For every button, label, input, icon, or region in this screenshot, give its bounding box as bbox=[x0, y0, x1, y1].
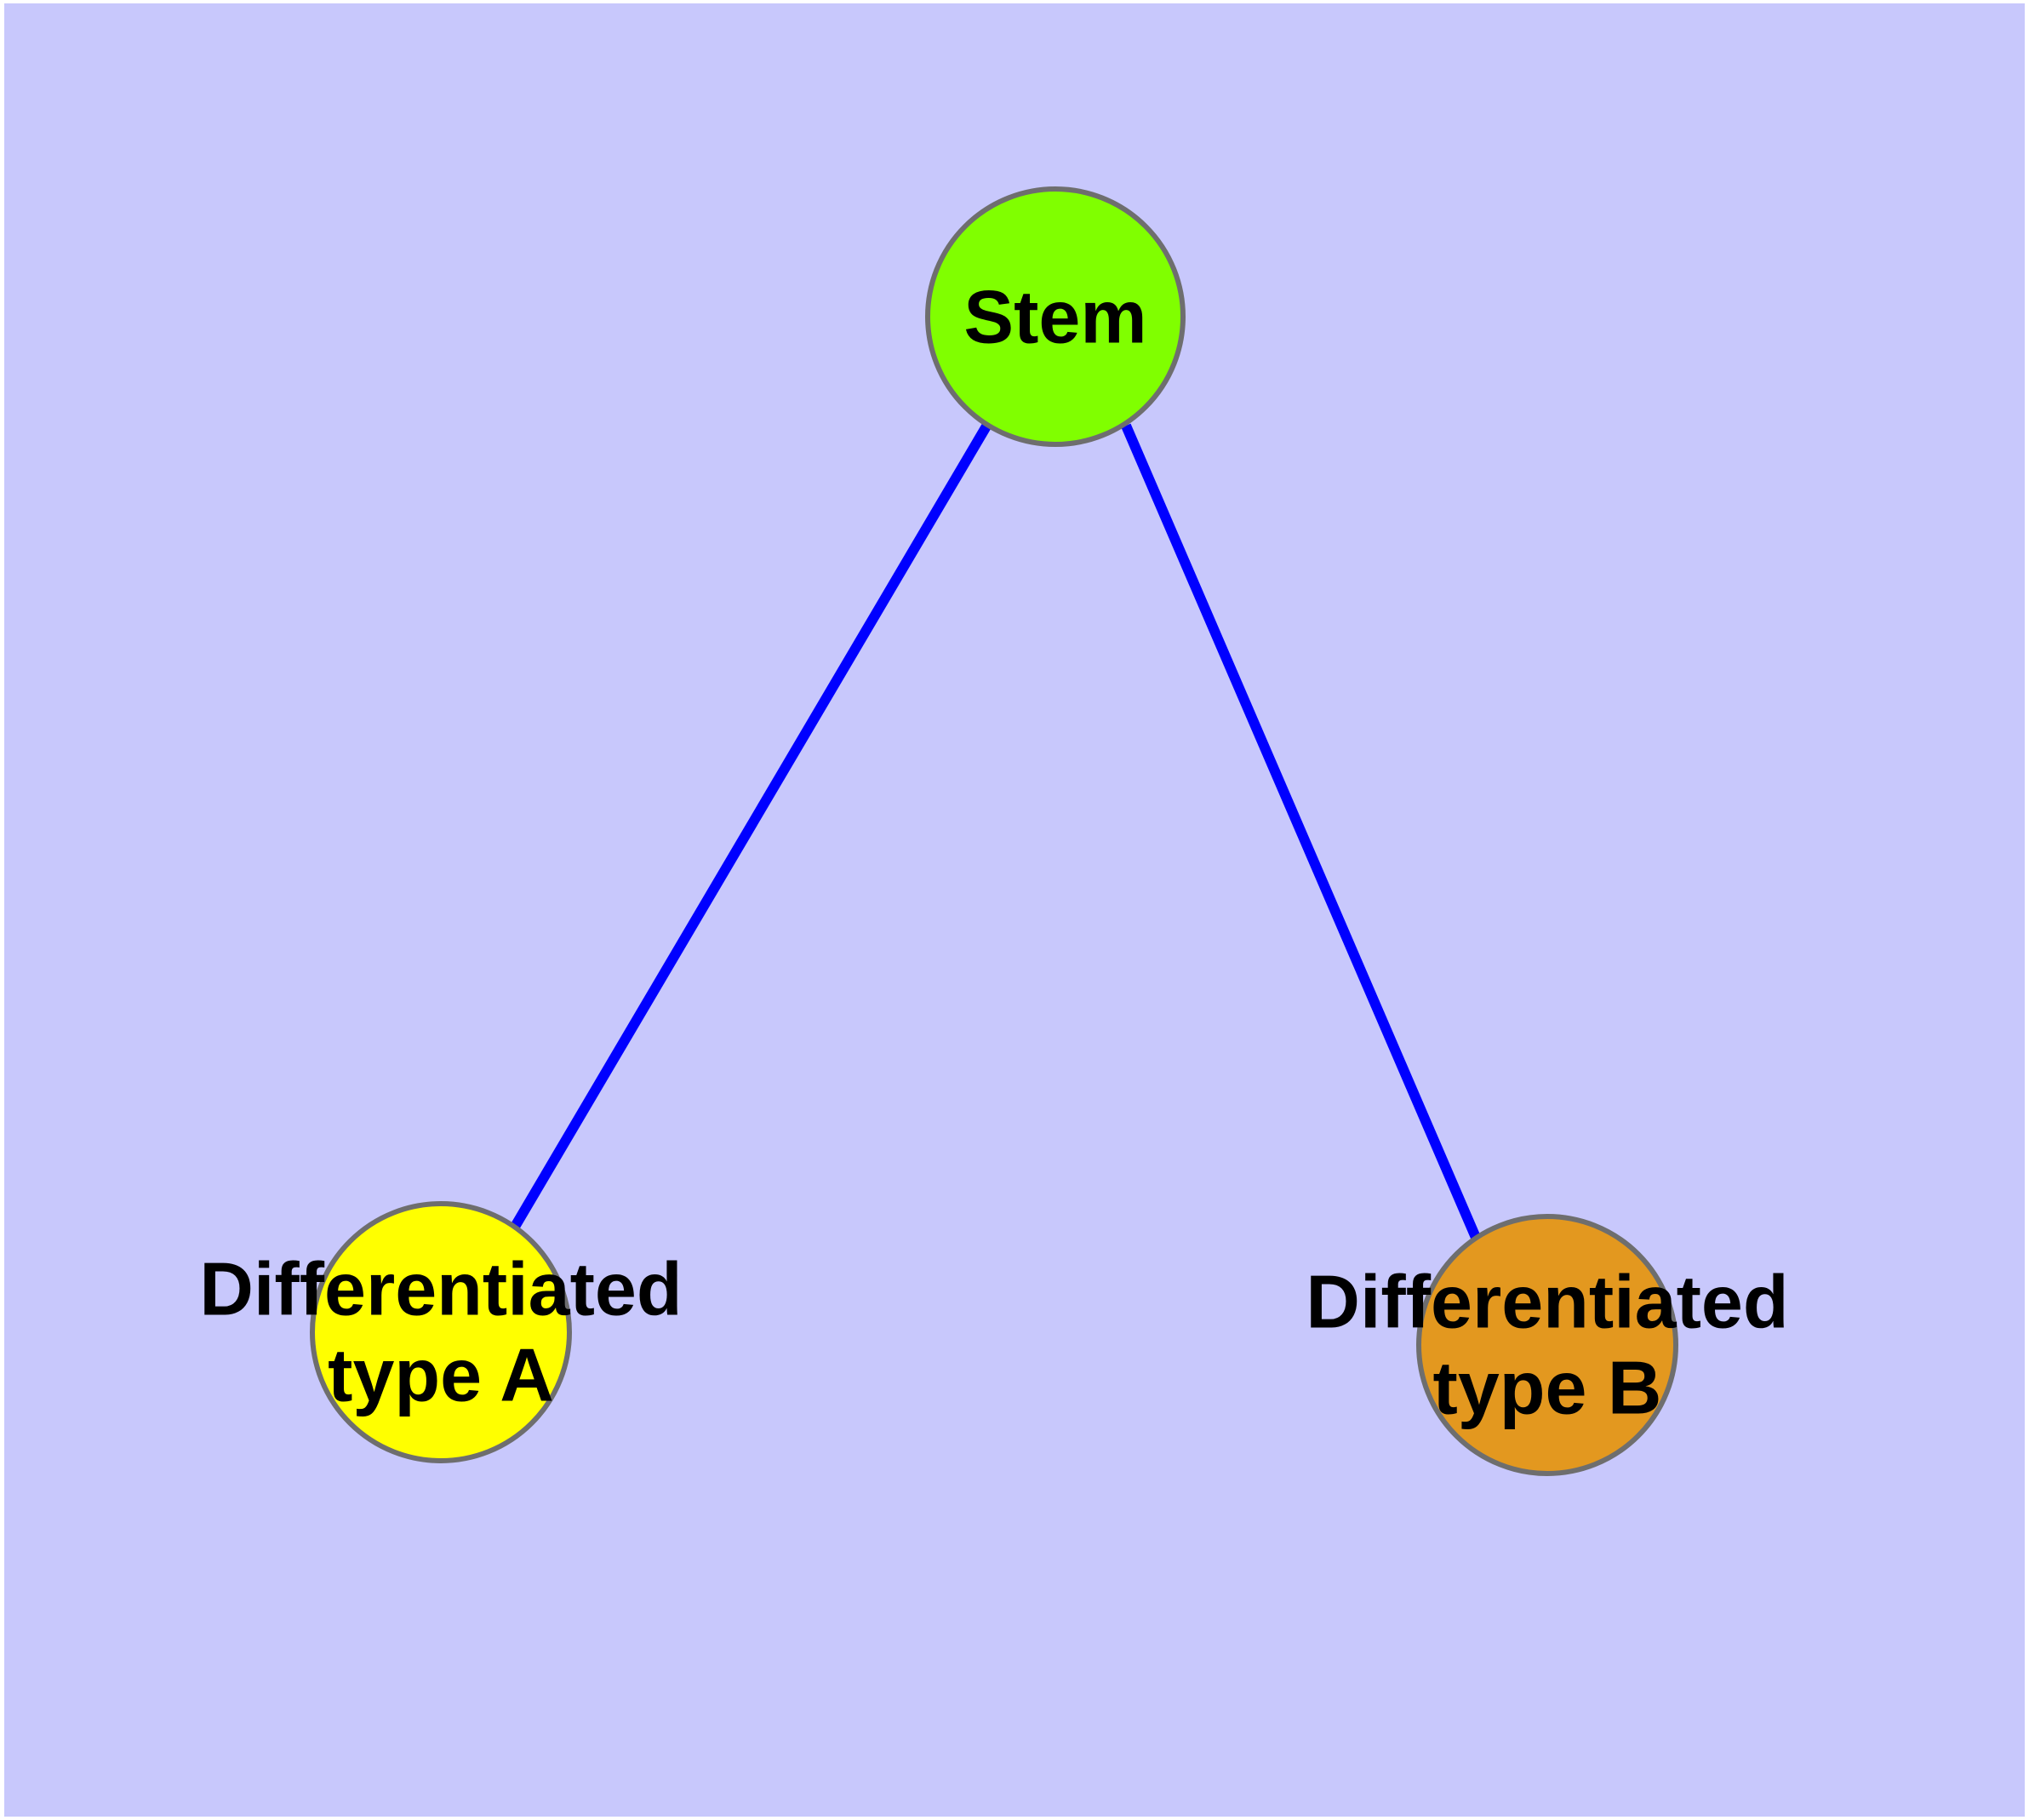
edge-layer bbox=[510, 421, 1482, 1242]
node-differentiated-type-a-label-line2: type A bbox=[328, 1333, 554, 1417]
node-differentiated-type-a[interactable]: Differentiated type A bbox=[199, 1201, 683, 1463]
node-stem-label: Stem bbox=[963, 275, 1146, 359]
node-differentiated-type-b-label-line1: Differentiated bbox=[1306, 1260, 1788, 1344]
node-stem-circle[interactable] bbox=[925, 186, 1186, 447]
edge-stem-to-differentiated-type-b[interactable] bbox=[1121, 423, 1482, 1242]
node-stem[interactable]: Stem bbox=[925, 186, 1186, 447]
graph-canvas: Stem Differentiated type A Differentiate… bbox=[4, 3, 2025, 1817]
graph-svg: Stem Differentiated type A Differentiate… bbox=[199, 186, 1789, 1476]
node-differentiated-type-b-label-line2: type B bbox=[1433, 1346, 1662, 1430]
node-differentiated-type-b[interactable]: Differentiated type B bbox=[1306, 1214, 1789, 1476]
edge-stem-to-differentiated-type-a[interactable] bbox=[510, 421, 992, 1230]
node-differentiated-type-a-label-line1: Differentiated bbox=[199, 1247, 682, 1331]
node-differentiated-type-b-circle[interactable] bbox=[1416, 1214, 1678, 1476]
node-differentiated-type-a-circle[interactable] bbox=[310, 1201, 572, 1463]
